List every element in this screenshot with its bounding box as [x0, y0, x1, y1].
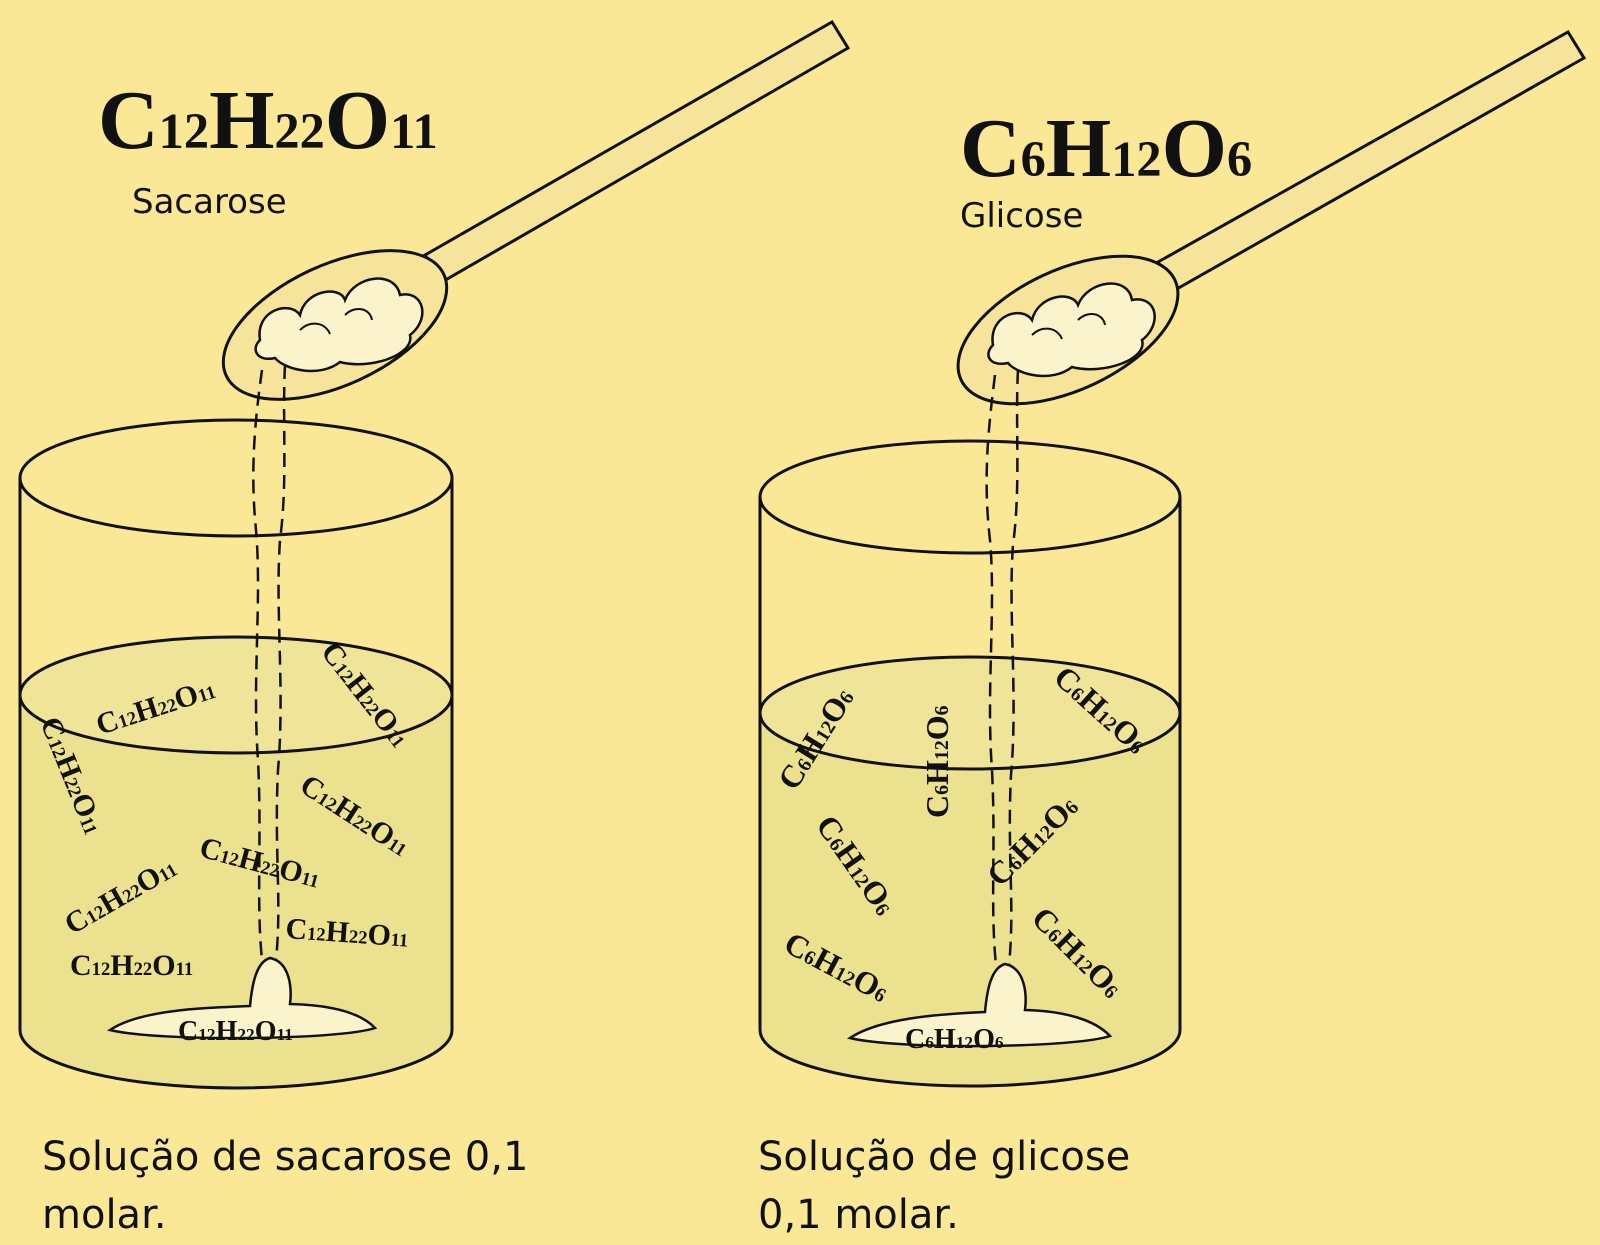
sucrose-molecule-label: C12H22O11	[196, 831, 323, 895]
glucose-name: Glicose	[960, 196, 1084, 236]
sucrose-molecule-label: C12H22O11	[59, 851, 182, 941]
sucrose-molecule-label: C12H22O11	[178, 1016, 293, 1047]
sucrose-beaker	[18, 418, 454, 1090]
sucrose-caption: Solução de sacarose 0,1 molar.	[42, 1134, 529, 1238]
glucose-molecule-label: C6H12O6	[919, 705, 955, 818]
glucose-caption: Solução de glicose 0,1 molar.	[758, 1134, 1131, 1238]
sucrose-molecule-label: C12H22O11	[285, 912, 410, 954]
sucrose-molecule-label: C12H22O11	[70, 949, 193, 982]
glucose-molecule-label: C6H12O6	[779, 924, 895, 1009]
glucose-molecule-label: C6H12O6	[1025, 899, 1130, 1004]
sucrose-name: Sacarose	[132, 182, 287, 222]
glucose-beaker	[758, 439, 1182, 1088]
glucose-molecules: C6H12O6 C6H12O6 C6H12O6 C6H12O6 C6H12O6 …	[770, 658, 1147, 1055]
glucose-formula: C6H12O6	[960, 102, 1253, 195]
sucrose-spoon	[221, 19, 851, 401]
sucrose-formula: C12H22O11	[98, 74, 438, 167]
glucose-molecule-label: C6H12O6	[905, 1024, 1004, 1055]
glucose-stream	[846, 369, 1113, 1048]
sucrose-stream	[106, 364, 378, 1040]
glucose-spoon	[956, 29, 1587, 406]
